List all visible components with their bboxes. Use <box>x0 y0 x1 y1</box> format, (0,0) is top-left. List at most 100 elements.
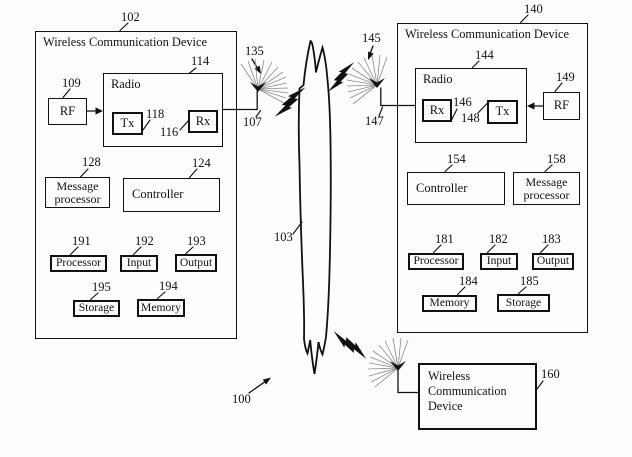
ref-114: 114 <box>191 54 210 68</box>
ref-191: 191 <box>72 234 91 248</box>
ref-109: 109 <box>62 76 81 90</box>
input-left-label: Input <box>126 256 152 270</box>
ref-192: 192 <box>135 234 154 248</box>
antenna-left-rays <box>240 58 289 104</box>
ref-185: 185 <box>520 274 539 288</box>
antenna-right-rays <box>346 54 388 105</box>
rx-left-label: Rx <box>195 113 211 128</box>
rf-box-left: RF <box>48 98 87 125</box>
message-processor-right-label: Message processor <box>523 174 570 202</box>
ref-100: 100 <box>232 392 251 406</box>
lightning-bolt-bottom <box>333 331 367 359</box>
ref-124: 124 <box>192 156 211 170</box>
ref-149: 149 <box>556 70 575 84</box>
network-cloud <box>297 39 332 375</box>
rf-left-label: RF <box>59 103 76 118</box>
device-right-title: Wireless Communication Device <box>405 27 569 41</box>
ref-140: 140 <box>524 2 543 16</box>
controller-box-right: Controller <box>407 172 505 205</box>
ref-144: 144 <box>475 48 494 62</box>
processor-box-right: Processor <box>408 253 464 270</box>
ref-154: 154 <box>447 152 466 166</box>
ref-158: 158 <box>547 152 566 166</box>
ref-148: 148 <box>461 111 480 125</box>
device-left: Wireless Communication Device <box>35 31 237 339</box>
ref-128: 128 <box>82 155 101 169</box>
lightning-bolt-left <box>274 87 306 117</box>
antenna-right-feed <box>369 78 385 88</box>
rx-box-right: Rx <box>422 99 452 122</box>
message-processor-box-right: Message processor <box>513 172 580 205</box>
radio-box-right: Radio <box>415 68 527 143</box>
arrow-100-line <box>248 380 267 394</box>
rx-box-left: Rx <box>188 110 218 133</box>
tx-right-label: Tx <box>495 104 510 119</box>
radio-left-label: Radio <box>111 77 141 91</box>
output-box-left: Output <box>175 254 217 272</box>
ref-193: 193 <box>187 234 206 248</box>
tx-left-label: Tx <box>120 115 135 130</box>
output-left-label: Output <box>179 255 213 269</box>
rf-arrowhead-right <box>527 102 535 110</box>
ref-183: 183 <box>542 232 561 246</box>
message-processor-box-left: Message processor <box>45 177 110 208</box>
ref-194: 194 <box>159 279 178 293</box>
radio-box-left: Radio <box>103 73 223 147</box>
storage-box-right: Storage <box>497 294 550 312</box>
ref-160: 160 <box>541 367 560 381</box>
device-right: Wireless Communication Device <box>397 23 588 333</box>
input-right-label: Input <box>486 254 512 268</box>
processor-box-left: Processor <box>50 255 107 272</box>
controller-right-label: Controller <box>416 180 468 195</box>
ref-182: 182 <box>489 232 508 246</box>
memory-box-right: Memory <box>422 295 477 312</box>
tx-box-right: Tx <box>487 100 518 124</box>
ref-118: 118 <box>146 107 165 121</box>
memory-box-left: Memory <box>137 299 185 317</box>
controller-box-left: Controller <box>123 178 220 212</box>
radio-right-label: Radio <box>423 72 453 86</box>
device-left-title: Wireless Communication Device <box>43 35 207 49</box>
storage-box-left: Storage <box>73 300 120 317</box>
input-box-left: Input <box>120 255 158 272</box>
ref-107: 107 <box>243 115 262 129</box>
storage-left-label: Storage <box>78 301 115 315</box>
arrowhead-145 <box>368 51 374 60</box>
tx-box-left: Tx <box>112 112 143 135</box>
link-bottom-line <box>397 369 419 394</box>
leader-ticks <box>62 14 563 390</box>
controller-left-label: Controller <box>132 187 184 202</box>
ref-181: 181 <box>435 232 454 246</box>
rx-right-label: Rx <box>429 102 445 117</box>
ref-103: 103 <box>274 230 293 244</box>
output-box-right: Output <box>532 253 574 270</box>
ref-102: 102 <box>121 10 140 24</box>
antenna-bottom-rays <box>367 337 409 388</box>
ref-145: 145 <box>362 31 381 45</box>
input-box-right: Input <box>480 253 518 270</box>
device-bottom-title: Wireless Communication Device <box>428 369 507 413</box>
rf-right-label: RF <box>553 98 570 113</box>
link-left-line <box>222 90 258 111</box>
memory-right-label: Memory <box>429 296 470 310</box>
message-processor-left-label: Message processor <box>54 178 101 206</box>
processor-right-label: Processor <box>413 254 459 268</box>
antenna-bottom-feed <box>390 361 406 371</box>
processor-left-label: Processor <box>55 256 102 270</box>
lightning-bolt-right <box>327 62 355 92</box>
output-right-label: Output <box>536 254 570 268</box>
ref-147: 147 <box>365 114 384 128</box>
ref-184: 184 <box>459 274 478 288</box>
device-bottom: Wireless Communication Device <box>418 363 537 430</box>
link-right-line <box>380 87 416 107</box>
storage-right-label: Storage <box>505 295 542 309</box>
ref-146: 146 <box>453 95 472 109</box>
rf-arrowhead-left <box>95 107 103 115</box>
rf-box-right: RF <box>543 92 580 120</box>
ref-135: 135 <box>245 44 264 58</box>
antenna-left-feed <box>250 82 266 92</box>
memory-left-label: Memory <box>141 300 181 314</box>
ref-116: 116 <box>160 125 179 139</box>
